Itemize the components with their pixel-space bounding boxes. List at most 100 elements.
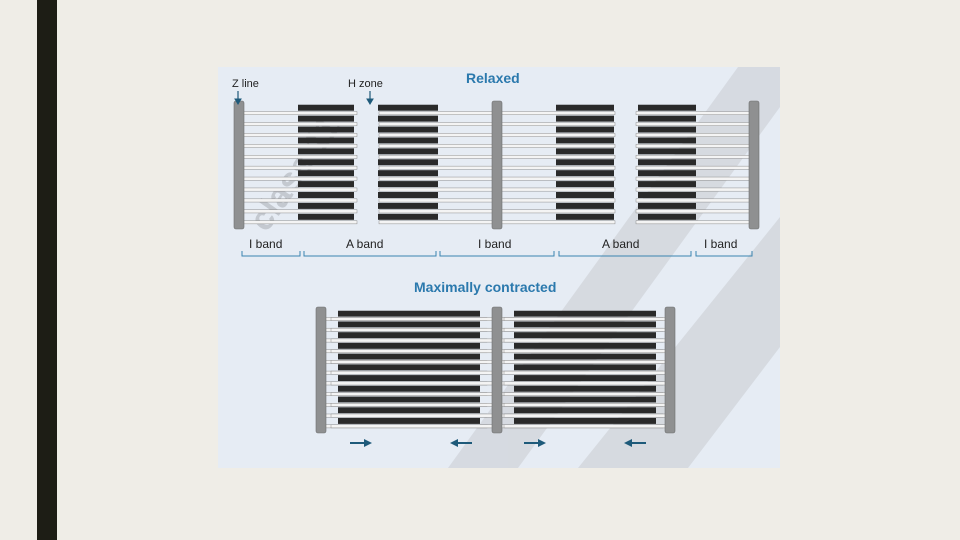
thin-filament	[504, 317, 670, 320]
thin-filament	[331, 414, 497, 417]
thick-filament	[298, 159, 354, 165]
thin-filament	[239, 122, 357, 125]
thick-filament	[338, 311, 480, 317]
thick-filament	[338, 397, 480, 403]
thin-filament	[636, 133, 754, 136]
thick-filament	[298, 148, 354, 154]
thin-filament	[331, 350, 497, 353]
thin-filament	[504, 393, 670, 396]
relaxed-title: Relaxed	[466, 70, 520, 86]
thick-filament	[556, 137, 614, 143]
thick-filament	[378, 214, 438, 220]
thin-filament	[379, 133, 497, 136]
thin-filament	[636, 166, 754, 169]
thin-filament	[497, 122, 615, 125]
thin-filament	[504, 425, 670, 428]
thin-filament	[331, 339, 497, 342]
thick-filament	[378, 203, 438, 209]
contracted-title: Maximally contracted	[414, 279, 556, 295]
thick-filament	[556, 214, 614, 220]
thick-filament	[556, 105, 614, 111]
thick-filament	[638, 203, 696, 209]
thin-filament	[379, 221, 497, 224]
thin-filament	[497, 166, 615, 169]
band-label-i-2: I band	[478, 237, 511, 251]
thick-filament	[514, 418, 656, 424]
thick-filament	[298, 181, 354, 187]
sarcomere-figure: class 11 Relaxed Maximally contracted Z …	[218, 67, 780, 468]
thick-filament	[638, 170, 696, 176]
thin-filament	[504, 403, 670, 406]
thin-filament	[379, 188, 497, 191]
thick-filament	[638, 137, 696, 143]
thin-filament	[636, 199, 754, 202]
thick-filament	[378, 170, 438, 176]
band-label-a-1: A band	[346, 237, 383, 251]
z-disc	[234, 101, 244, 229]
thick-filament	[298, 203, 354, 209]
thin-filament	[331, 360, 497, 363]
thick-filament	[556, 192, 614, 198]
thin-filament	[504, 328, 670, 331]
thick-filament	[514, 386, 656, 392]
relaxed-sarcomeres	[234, 101, 759, 229]
z-line-label: Z line	[232, 78, 259, 90]
band-label-i-3: I band	[704, 237, 737, 251]
thin-filament	[504, 371, 670, 374]
thick-filament	[556, 170, 614, 176]
thin-filament	[331, 382, 497, 385]
thick-filament	[378, 159, 438, 165]
thin-filament	[504, 360, 670, 363]
thick-filament	[514, 375, 656, 381]
thin-filament	[239, 210, 357, 213]
thick-filament	[556, 203, 614, 209]
z-disc	[492, 307, 502, 433]
z-disc	[749, 101, 759, 229]
thin-filament	[331, 371, 497, 374]
thick-filament	[338, 332, 480, 338]
thin-filament	[331, 425, 497, 428]
thin-filament	[504, 350, 670, 353]
z-disc	[665, 307, 675, 433]
thick-filament	[514, 364, 656, 370]
thin-filament	[497, 133, 615, 136]
thin-filament	[497, 188, 615, 191]
arrow-right-icon	[350, 439, 372, 447]
thin-filament	[636, 177, 754, 180]
thin-filament	[239, 199, 357, 202]
thick-filament	[298, 192, 354, 198]
thick-filament	[638, 127, 696, 133]
h-zone-label: H zone	[348, 78, 383, 90]
thin-filament	[497, 144, 615, 147]
thin-filament	[636, 188, 754, 191]
thick-filament	[556, 116, 614, 122]
thin-filament	[239, 133, 357, 136]
h-zone-pointer-icon	[367, 91, 373, 104]
thick-filament	[638, 116, 696, 122]
thick-filament	[378, 137, 438, 143]
thin-filament	[636, 221, 754, 224]
thin-filament	[636, 144, 754, 147]
contracted-sarcomeres	[316, 307, 675, 433]
thick-filament	[514, 397, 656, 403]
thick-filament	[378, 181, 438, 187]
sarcomere-diagram: class 11 Relaxed Maximally contracted Z …	[218, 67, 780, 468]
thick-filament	[338, 354, 480, 360]
band-label-a-2: A band	[602, 237, 639, 251]
thin-filament	[331, 393, 497, 396]
thick-filament	[638, 148, 696, 154]
thick-filament	[514, 407, 656, 413]
thin-filament	[504, 414, 670, 417]
thick-filament	[298, 214, 354, 220]
thick-filament	[556, 181, 614, 187]
thin-filament	[636, 155, 754, 158]
thin-filament	[331, 328, 497, 331]
thin-filament	[331, 403, 497, 406]
thin-filament	[331, 317, 497, 320]
thin-filament	[239, 177, 357, 180]
thick-filament	[378, 127, 438, 133]
thick-filament	[514, 321, 656, 327]
thick-filament	[514, 354, 656, 360]
thick-filament	[298, 116, 354, 122]
z-disc	[316, 307, 326, 433]
